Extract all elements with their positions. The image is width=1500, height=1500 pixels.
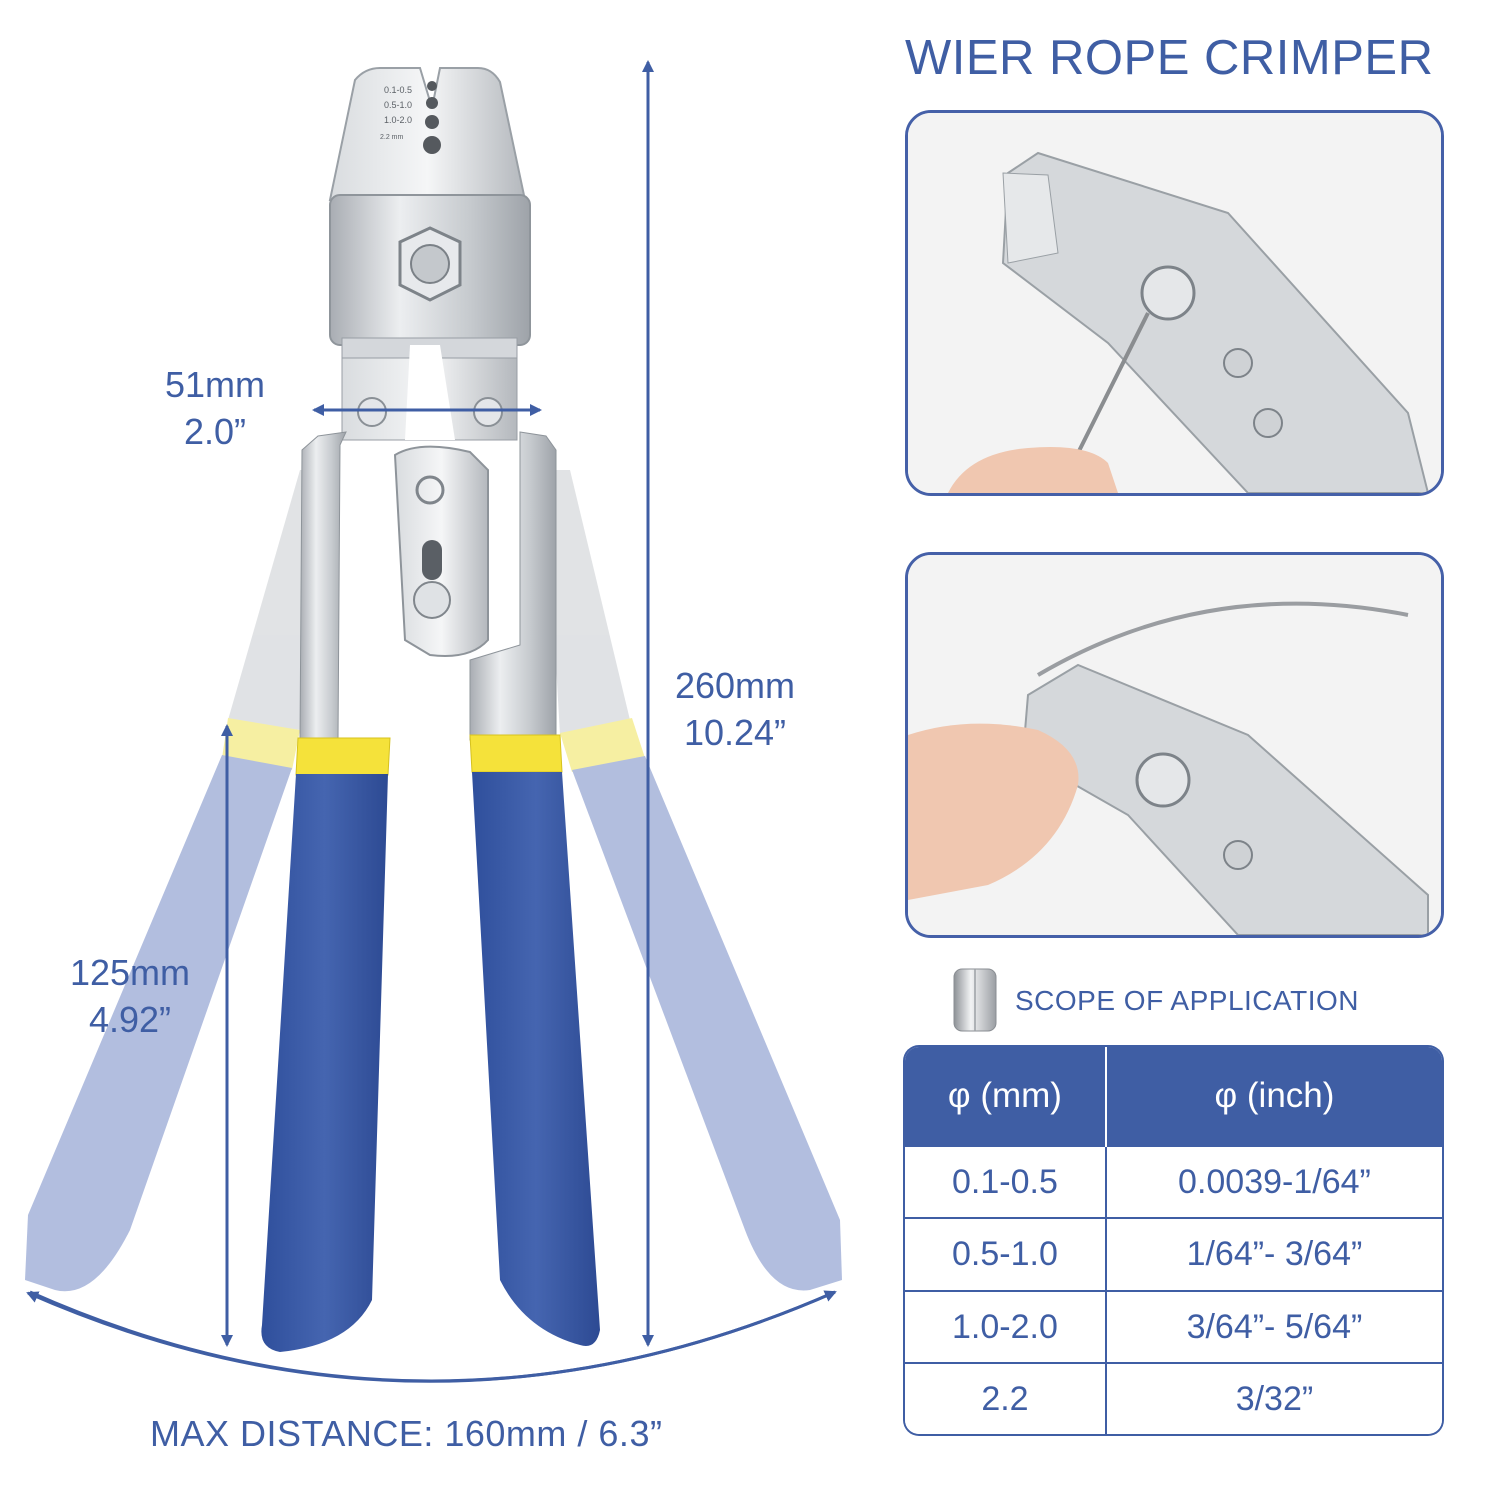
usage-photo-2-illustration <box>908 555 1441 935</box>
jaw-markings: 0.1-0.5 0.5-1.0 1.0-2.0 2.2 mm <box>380 85 412 141</box>
cell-inch: 1/64”- 3/64” <box>1104 1217 1442 1291</box>
spec-table-header: φ (mm) φ (inch) <box>905 1047 1442 1146</box>
jaw-width-label: 51mm 2.0” <box>150 362 280 456</box>
header-inch: φ (inch) <box>1104 1047 1442 1146</box>
jaw-width-in: 2.0” <box>183 410 247 452</box>
total-length-mm: 260mm <box>674 665 796 706</box>
total-length-label: 260mm 10.24” <box>660 663 810 757</box>
cell-mm: 2.2 <box>905 1362 1106 1434</box>
cell-inch: 0.0039-1/64” <box>1104 1144 1442 1219</box>
jaw-marking: 0.5-1.0 <box>384 100 412 110</box>
scope-of-application-label: SCOPE OF APPLICATION <box>1015 985 1360 1016</box>
table-row: 1.0-2.0 3/64”- 5/64” <box>905 1289 1442 1364</box>
handle-right <box>472 772 600 1346</box>
crimper-illustration: 0.1-0.5 0.5-1.0 1.0-2.0 2.2 mm <box>25 60 842 1383</box>
cell-mm: 0.1-0.5 <box>905 1144 1106 1219</box>
usage-photo-1 <box>905 110 1444 496</box>
cell-inch: 3/64”- 5/64” <box>1104 1289 1442 1364</box>
usage-photo-1-illustration <box>908 113 1441 493</box>
handle-left <box>261 774 388 1352</box>
jaw-width-mm: 51mm <box>164 364 266 405</box>
ghost-handle-right <box>545 470 842 1291</box>
crimper-shanks <box>299 431 557 741</box>
sleeve-right <box>469 734 563 773</box>
max-distance-label: MAX DISTANCE: 160mm / 6.3” <box>150 1413 663 1454</box>
jaw-marking: 2.2 mm <box>380 134 404 141</box>
table-row: 2.2 3/32” <box>905 1362 1442 1434</box>
cell-mm: 1.0-2.0 <box>905 1289 1106 1364</box>
spec-table: φ (mm) φ (inch) 0.1-0.5 0.0039-1/64” 0.5… <box>905 1047 1442 1434</box>
crimper-jaw <box>328 67 531 441</box>
jaw-marking: 1.0-2.0 <box>384 115 412 125</box>
table-row: 0.1-0.5 0.0039-1/64” <box>905 1144 1442 1219</box>
cell-mm: 0.5-1.0 <box>905 1217 1106 1291</box>
header-mm: φ (mm) <box>905 1047 1107 1146</box>
page-title: WIER ROPE CRIMPER <box>905 31 1434 85</box>
usage-photo-2 <box>905 552 1444 938</box>
sleeve-left <box>295 737 391 776</box>
handle-length-mm: 125mm <box>69 952 191 993</box>
table-row: 0.5-1.0 1/64”- 3/64” <box>905 1217 1442 1291</box>
total-length-in: 10.24” <box>683 711 787 753</box>
jaw-marking: 0.1-0.5 <box>384 85 412 95</box>
cell-inch: 3/32” <box>1104 1362 1442 1434</box>
handle-length-in: 4.92” <box>88 998 172 1040</box>
ferrule-sleeve-icon <box>953 968 997 1032</box>
handle-length-label: 125mm 4.92” <box>55 950 205 1044</box>
